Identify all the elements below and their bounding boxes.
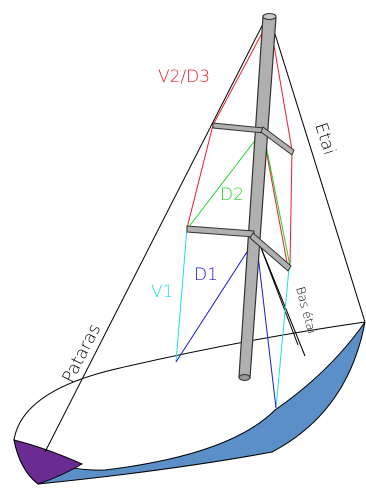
forestay-line — [269, 17, 366, 323]
lower-spreader-starboard — [249, 232, 292, 272]
backstay-line — [44, 17, 267, 453]
mast-head — [262, 13, 277, 20]
upper-spreader-starboard — [260, 126, 295, 156]
standing-rigging — [44, 17, 366, 453]
mast — [238, 13, 277, 381]
label-bas-etai: Bas étai — [293, 285, 319, 335]
label-etai: Etai — [310, 120, 339, 157]
label-pataras: Pataras — [59, 321, 106, 386]
d2-diagonal-port — [187, 129, 264, 229]
hull — [13, 321, 366, 485]
hull-stern-transom — [13, 439, 84, 485]
lower-spreader-port — [186, 225, 255, 238]
v1-shroud-port — [175, 227, 188, 363]
d1-lower-port — [175, 237, 257, 363]
label-d2: D2 — [220, 185, 244, 205]
spreaders — [186, 122, 295, 272]
v1-shrouds — [175, 227, 290, 409]
mast-foot — [238, 374, 251, 381]
d1-lowers — [175, 237, 277, 409]
d1-lower-starboard — [255, 237, 277, 409]
v1-shroud-starboard — [275, 267, 290, 409]
label-v2d3: V2/D3 — [158, 67, 210, 87]
d2-diagonals — [187, 129, 291, 267]
label-v1: V1 — [151, 282, 173, 302]
mast-tube — [238, 15, 277, 379]
label-d1: D1 — [194, 265, 218, 285]
hull-deck-edge — [13, 321, 366, 441]
d2-diagonal-starboard — [262, 129, 291, 267]
baby-stay-line-2 — [257, 239, 299, 346]
